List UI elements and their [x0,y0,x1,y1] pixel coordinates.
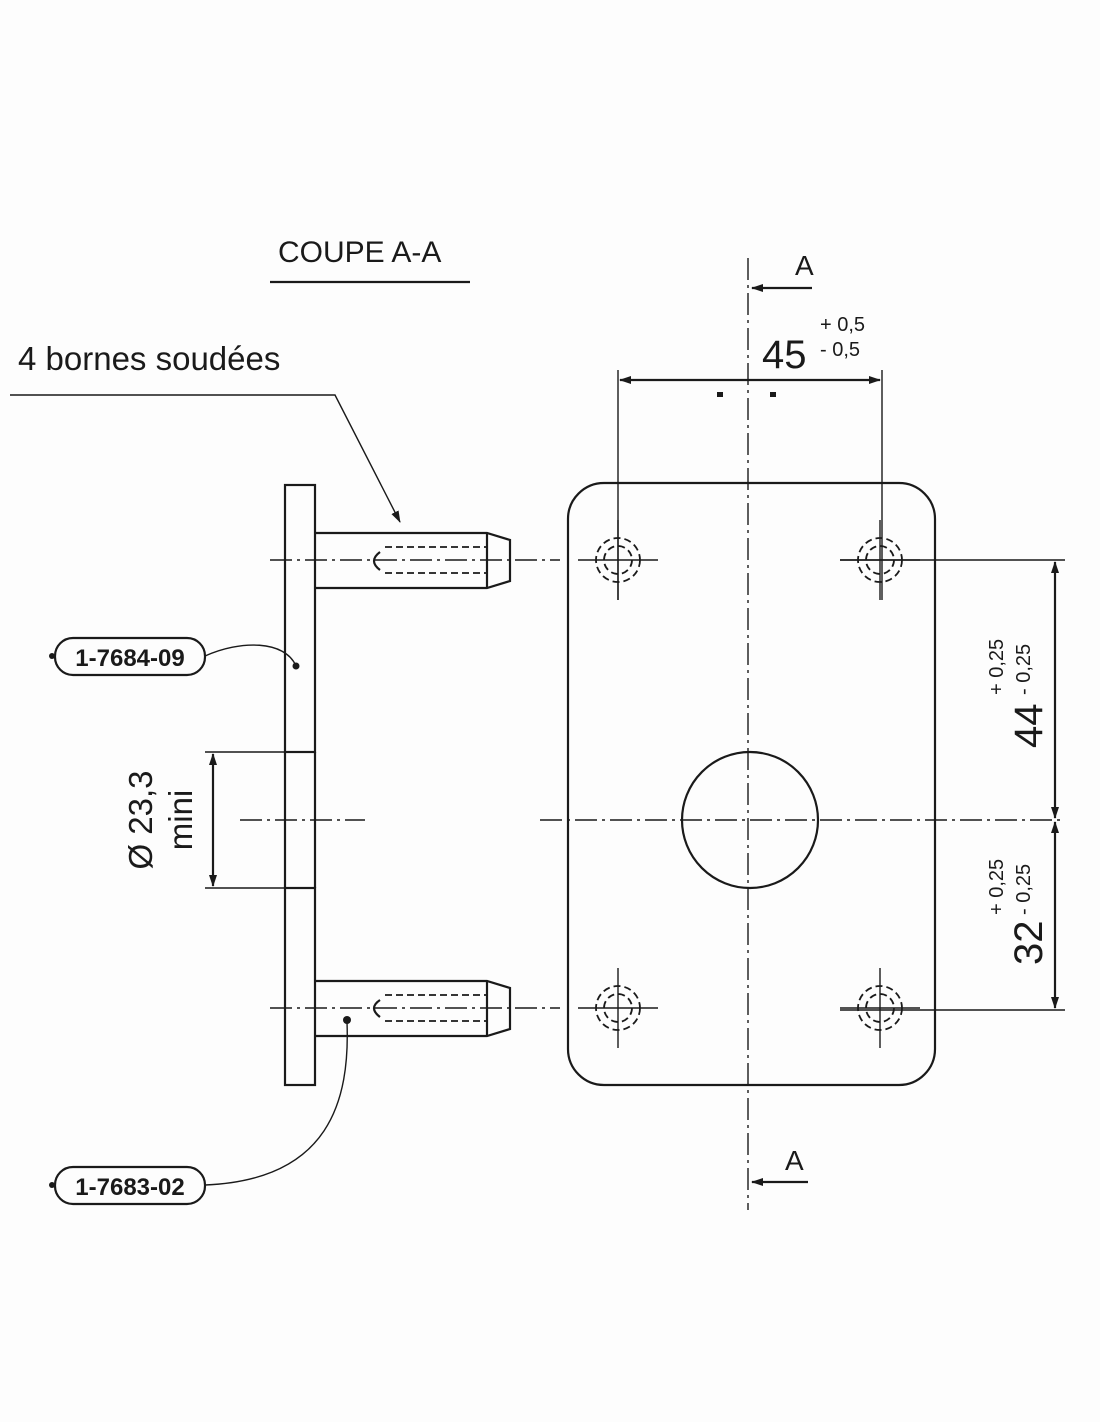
width-lower-tol: - 0,5 [820,339,860,361]
width-dimension: 45 + 0,5 - 0,5 [617,314,883,600]
upper-height-upper-tol: + 0,25 [986,639,1008,695]
welded-pin-top [270,531,560,590]
leader-label: 4 bornes soudées [18,340,280,377]
upper-height-nominal: 44 [1007,704,1051,749]
section-marker-bottom: A [751,1145,808,1186]
part-ref-bubble-2: 1-7683-02 [49,1021,348,1206]
lower-height-lower-tol: - 0,25 [1013,864,1035,915]
height-dimensions: 44 + 0,25 - 0,25 32 + 0,25 - 0,25 [840,559,1065,1011]
lower-height-nominal: 32 [1007,921,1051,966]
svg-text:A: A [785,1145,804,1176]
part-ref-bubble-1: 1-7684-09 [49,636,300,677]
section-title: COUPE A-A [278,236,441,269]
svg-text:A: A [795,250,814,281]
hole-diameter-value: Ø 23,3 [122,770,159,869]
welded-pin-bottom [270,979,560,1038]
section-plate [283,483,317,1087]
hole-diameter-note: mini [162,790,199,851]
upper-height-lower-tol: - 0,25 [1013,644,1035,695]
leader-line [10,394,401,523]
part-ref-1: 1-7684-09 [75,645,184,672]
plan-plate [540,258,1065,1210]
width-nominal: 45 [762,333,807,377]
width-upper-tol: + 0,5 [820,314,865,336]
lower-height-upper-tol: + 0,25 [986,859,1008,915]
section-marker-top: A [751,250,814,292]
hole-diameter-dimension: Ø 23,3 mini [122,751,365,889]
mounting-holes [578,520,920,1048]
part-ref-2: 1-7683-02 [75,1174,184,1201]
